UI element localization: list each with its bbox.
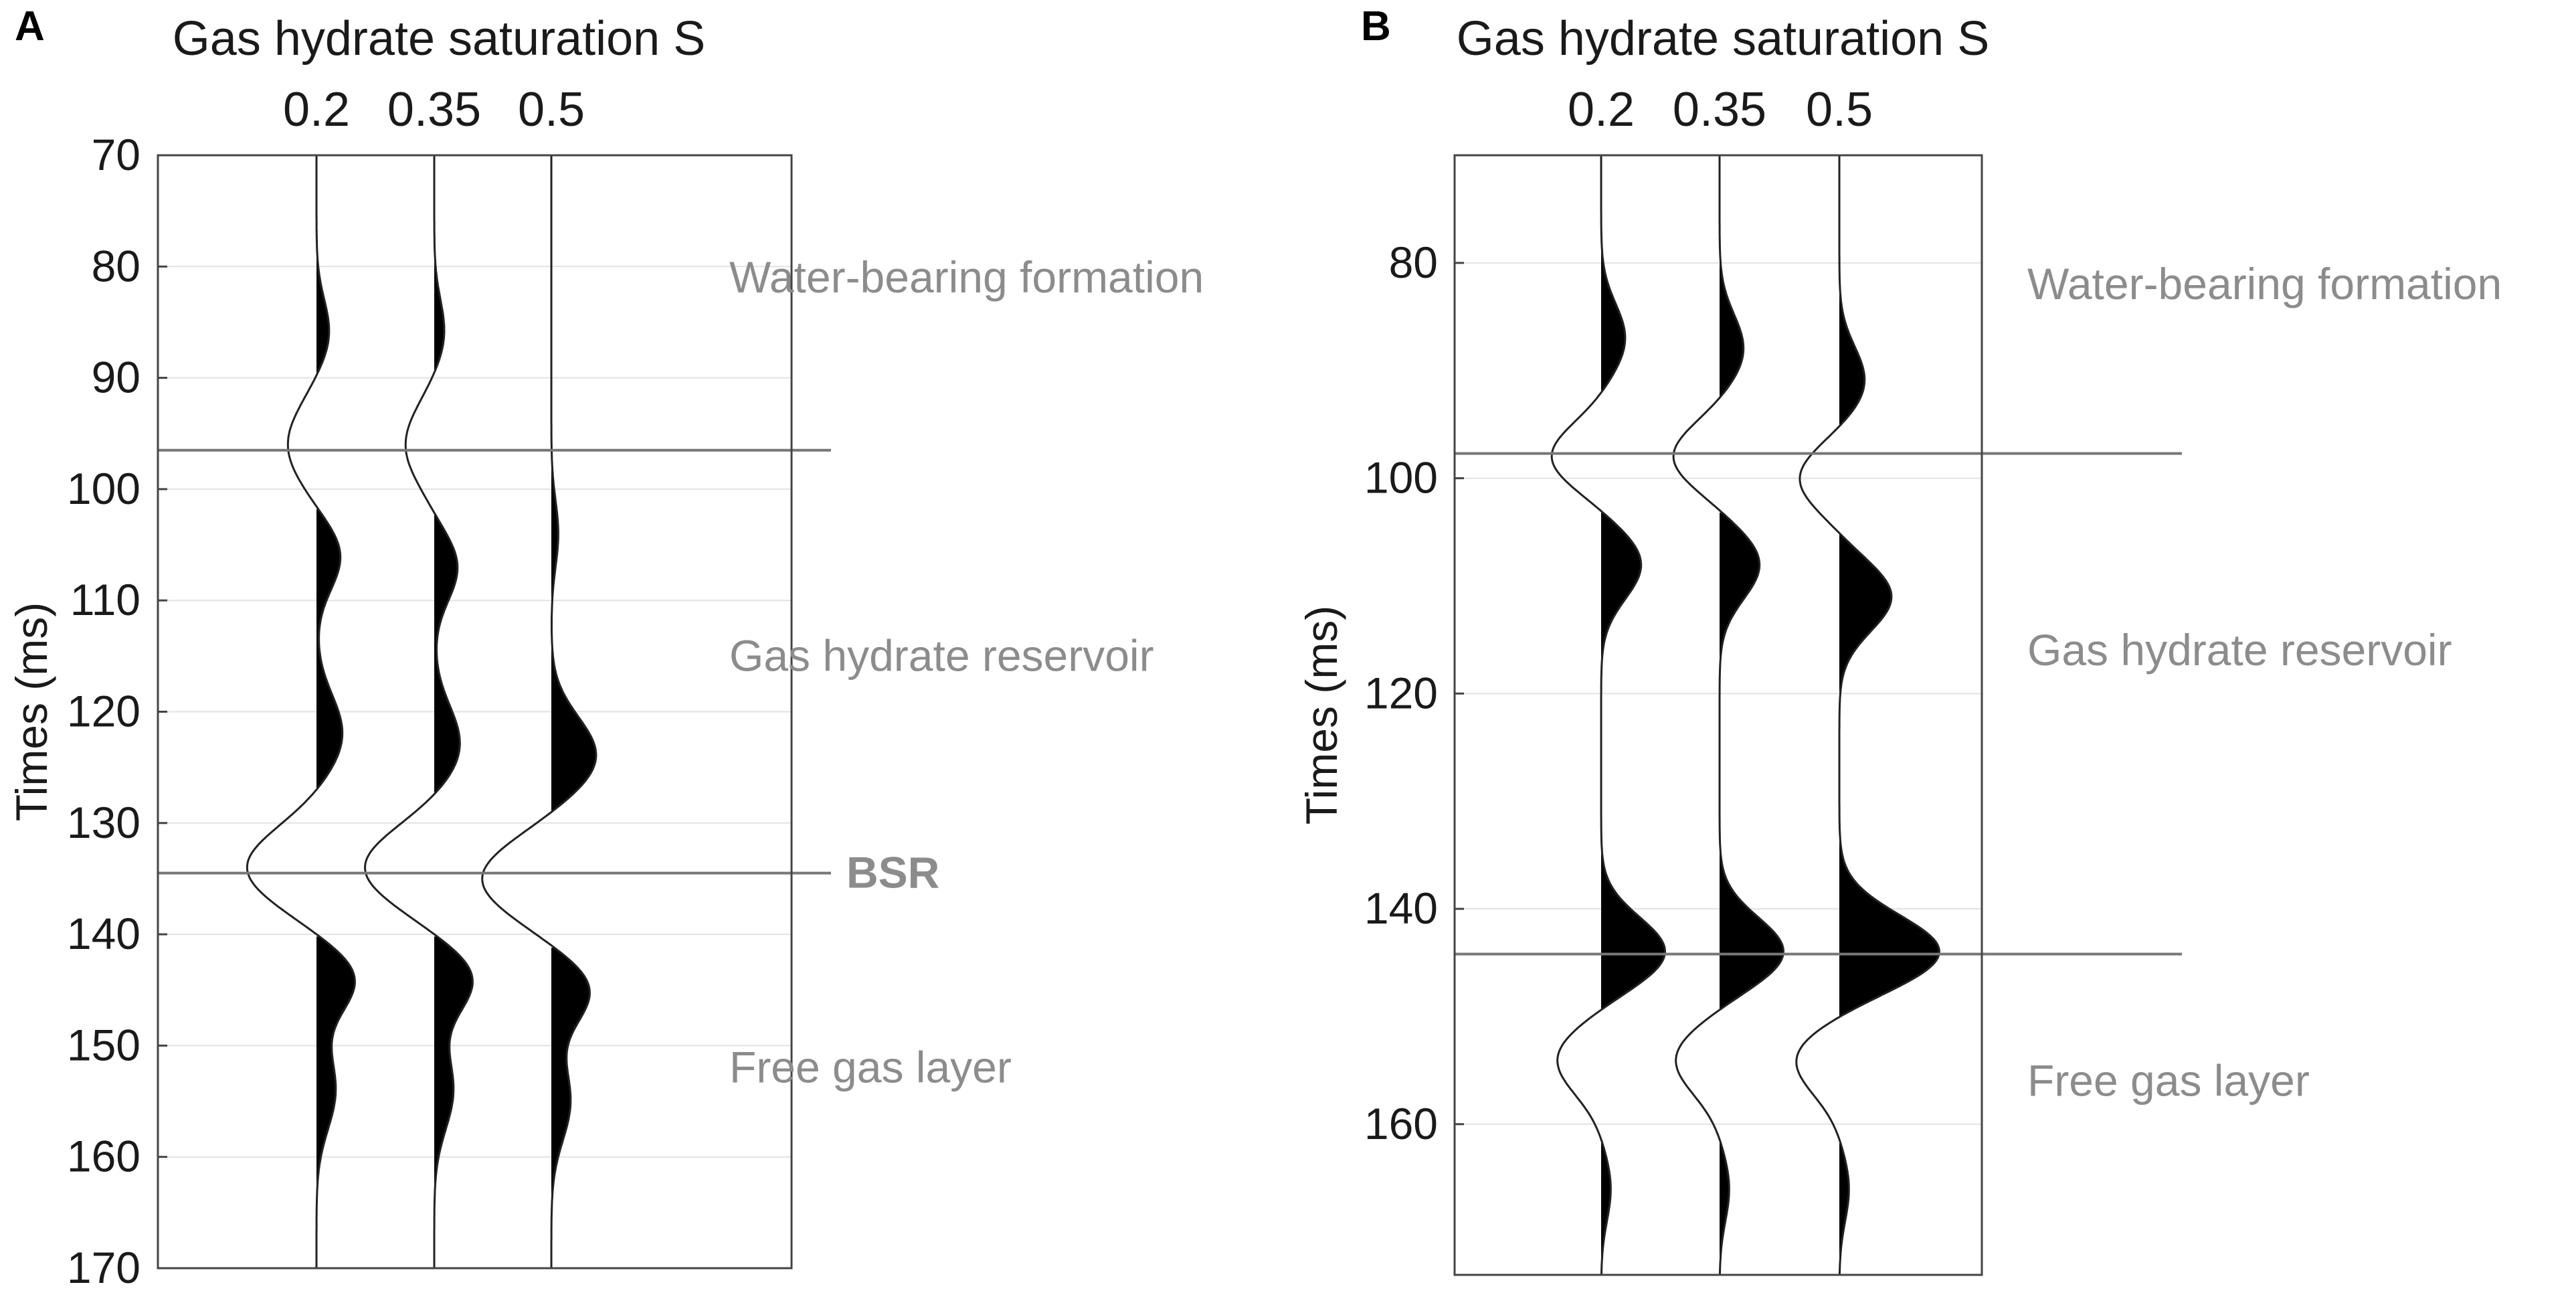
trace-label-0.2: 0.2 <box>1568 83 1635 137</box>
trace-fill-0.5 <box>551 453 596 1213</box>
y-tick-label-150: 150 <box>67 1020 141 1069</box>
y-tick-label-100: 100 <box>67 464 141 513</box>
annotation-1: Gas hydrate reservoir <box>729 630 1154 680</box>
trace-fill-0.2 <box>316 244 355 1202</box>
trace-wiggle-0.2 <box>246 155 356 1268</box>
y-tick-label-160: 160 <box>1364 1099 1438 1148</box>
annotation-1: Gas hydrate reservoir <box>2027 625 2452 675</box>
y-tick-label-170: 170 <box>67 1243 141 1292</box>
y-tick-label-120: 120 <box>67 687 141 736</box>
trace-wiggle-0.5 <box>481 155 597 1268</box>
bsr-label: BSR <box>846 848 939 897</box>
y-tick-label-120: 120 <box>1364 668 1438 717</box>
trace-wiggle-0.2 <box>1550 155 1667 1276</box>
annotation-0: Water-bearing formation <box>2027 259 2502 309</box>
trace-fill-0.35 <box>1720 248 1784 1275</box>
y-tick-label-140: 140 <box>67 909 141 958</box>
trace-fill-0.2 <box>1601 237 1665 1275</box>
annotation-0: Water-bearing formation <box>729 252 1204 302</box>
y-tick-label-100: 100 <box>1364 453 1438 503</box>
chart-title: Gas hydrate saturation S <box>173 12 705 66</box>
trace-label-0.35: 0.35 <box>387 83 481 137</box>
y-axis-title: Times (ms) <box>7 602 56 822</box>
y-tick-label-90: 90 <box>92 353 141 402</box>
panel-b: 0.2 0.35 0.5 80 100 120 140 160 Times (ms) Gas hy… <box>1297 3 2502 1276</box>
trace-wiggle-0.35 <box>363 155 474 1268</box>
y-tick-label-80: 80 <box>1389 238 1438 287</box>
panel-letter: B <box>1361 3 1391 50</box>
panel-letter: A <box>15 3 45 50</box>
y-tick-label-110: 110 <box>70 575 141 624</box>
trace-wiggle-0.5 <box>1795 155 1941 1276</box>
y-tick-label-130: 130 <box>67 798 141 847</box>
y-tick-label-160: 160 <box>67 1132 141 1181</box>
y-tick-label-80: 80 <box>92 241 141 290</box>
trace-label-0.5: 0.5 <box>1806 83 1873 137</box>
y-tick-label-70: 70 <box>92 130 141 179</box>
annotation-2: Free gas layer <box>2027 1055 2310 1105</box>
trace-label-0.2: 0.2 <box>283 83 350 137</box>
trace-fill-0.5 <box>1839 280 1940 1276</box>
trace-label-0.35: 0.35 <box>1673 83 1766 137</box>
trace-wiggle-0.35 <box>1672 155 1785 1276</box>
trace-fill-0.35 <box>434 246 473 1202</box>
y-tick-label-140: 140 <box>1364 883 1438 933</box>
plot-frame <box>1453 154 1983 1276</box>
trace-label-0.5: 0.5 <box>518 83 585 137</box>
annotation-2: Free gas layer <box>729 1043 1012 1092</box>
y-axis-title: Times (ms) <box>1297 606 1346 825</box>
chart-title: Gas hydrate saturation S <box>1457 12 1989 66</box>
